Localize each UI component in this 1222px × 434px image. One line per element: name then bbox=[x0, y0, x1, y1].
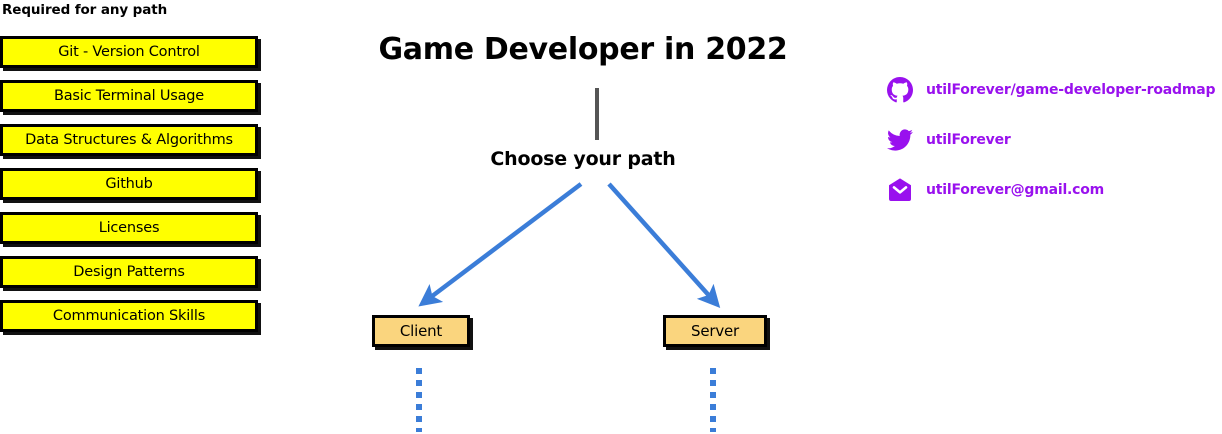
skill-box-data-structures-algorithms[interactable]: Data Structures & Algorithms bbox=[0, 124, 258, 156]
skill-box-git-version-control[interactable]: Git - Version Control bbox=[0, 36, 258, 68]
path-label: Server bbox=[691, 322, 739, 340]
contact-links-section: utilForever/game-developer-roadmap utilF… bbox=[886, 74, 1222, 224]
contact-link-twitter[interactable]: utilForever bbox=[886, 124, 1222, 156]
dotted-continuation-client bbox=[416, 368, 422, 432]
twitter-icon bbox=[886, 126, 914, 154]
skill-label: Communication Skills bbox=[52, 308, 206, 324]
skill-box-licenses[interactable]: Licenses bbox=[0, 212, 258, 244]
skill-label: Git - Version Control bbox=[58, 44, 200, 60]
skill-label: Data Structures & Algorithms bbox=[25, 132, 233, 148]
skill-box-design-patterns[interactable]: Design Patterns bbox=[0, 256, 258, 288]
required-for-any-path-section: Required for any path Git - Version Cont… bbox=[0, 0, 270, 332]
skill-label: Github bbox=[105, 176, 153, 192]
choose-your-path-label: Choose your path bbox=[490, 148, 676, 170]
skill-box-basic-terminal-usage[interactable]: Basic Terminal Usage bbox=[0, 80, 258, 112]
required-section-heading: Required for any path bbox=[2, 2, 168, 18]
skill-box-communication-skills[interactable]: Communication Skills bbox=[0, 300, 258, 332]
path-box-client[interactable]: Client bbox=[372, 315, 470, 347]
path-label: Client bbox=[399, 322, 443, 340]
branch-arrow-server bbox=[607, 182, 721, 309]
contact-link-label: utilForever@gmail.com bbox=[926, 182, 1105, 198]
contact-link-email[interactable]: utilForever@gmail.com bbox=[886, 174, 1222, 206]
trunk-connector-line bbox=[595, 88, 599, 140]
skill-box-github[interactable]: Github bbox=[0, 168, 258, 200]
branch-arrow-client bbox=[418, 182, 583, 307]
required-skill-list: Git - Version Control Basic Terminal Usa… bbox=[0, 36, 266, 344]
skill-label: Basic Terminal Usage bbox=[53, 88, 205, 104]
roadmap-title: Game Developer in 2022 bbox=[378, 32, 788, 67]
email-icon bbox=[886, 176, 914, 204]
contact-link-label: utilForever bbox=[926, 132, 1011, 148]
path-box-server[interactable]: Server bbox=[663, 315, 767, 347]
skill-label: Licenses bbox=[98, 220, 160, 236]
dotted-continuation-server bbox=[710, 368, 716, 432]
github-icon bbox=[886, 76, 914, 104]
contact-link-label: utilForever/game-developer-roadmap bbox=[926, 82, 1216, 98]
skill-label: Design Patterns bbox=[73, 264, 185, 280]
contact-link-github[interactable]: utilForever/game-developer-roadmap bbox=[886, 74, 1222, 106]
